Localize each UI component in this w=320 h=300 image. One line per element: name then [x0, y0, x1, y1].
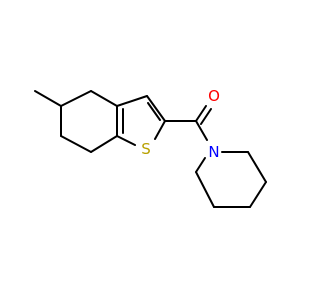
- bond-c3-c2: [146, 95, 166, 122]
- bond-c4-c3a: [90, 90, 118, 107]
- sulfur-atom-label: S: [141, 140, 151, 158]
- bonds: [34, 90, 267, 208]
- bond-methyl: [34, 90, 62, 107]
- bond-carbonyl-o-2: [200, 108, 212, 125]
- bond-c5p-c6p: [247, 151, 267, 183]
- bond-c2-s: [154, 120, 166, 140]
- oxygen-atom-label: O: [208, 87, 220, 105]
- atom-labels: S O N: [141, 87, 220, 161]
- molecule-structure: S O N: [34, 87, 267, 208]
- bond-c5-c4: [60, 90, 92, 107]
- bond-c3a-c3: [116, 95, 148, 107]
- bond-c4p-c5p: [249, 181, 267, 208]
- bond-c7a-s: [116, 135, 136, 146]
- bond-n-c2p: [195, 157, 206, 173]
- bond-c7-c7a: [90, 135, 118, 153]
- bond-c3-c2-inner: [147, 102, 161, 121]
- nitrogen-atom-label: N: [208, 143, 219, 161]
- bond-c2p-c3p: [195, 171, 215, 208]
- bond-carbonyl-o-1: [195, 105, 207, 122]
- bond-c6-c7: [60, 135, 92, 153]
- bond-carbonyl-n: [195, 120, 208, 141]
